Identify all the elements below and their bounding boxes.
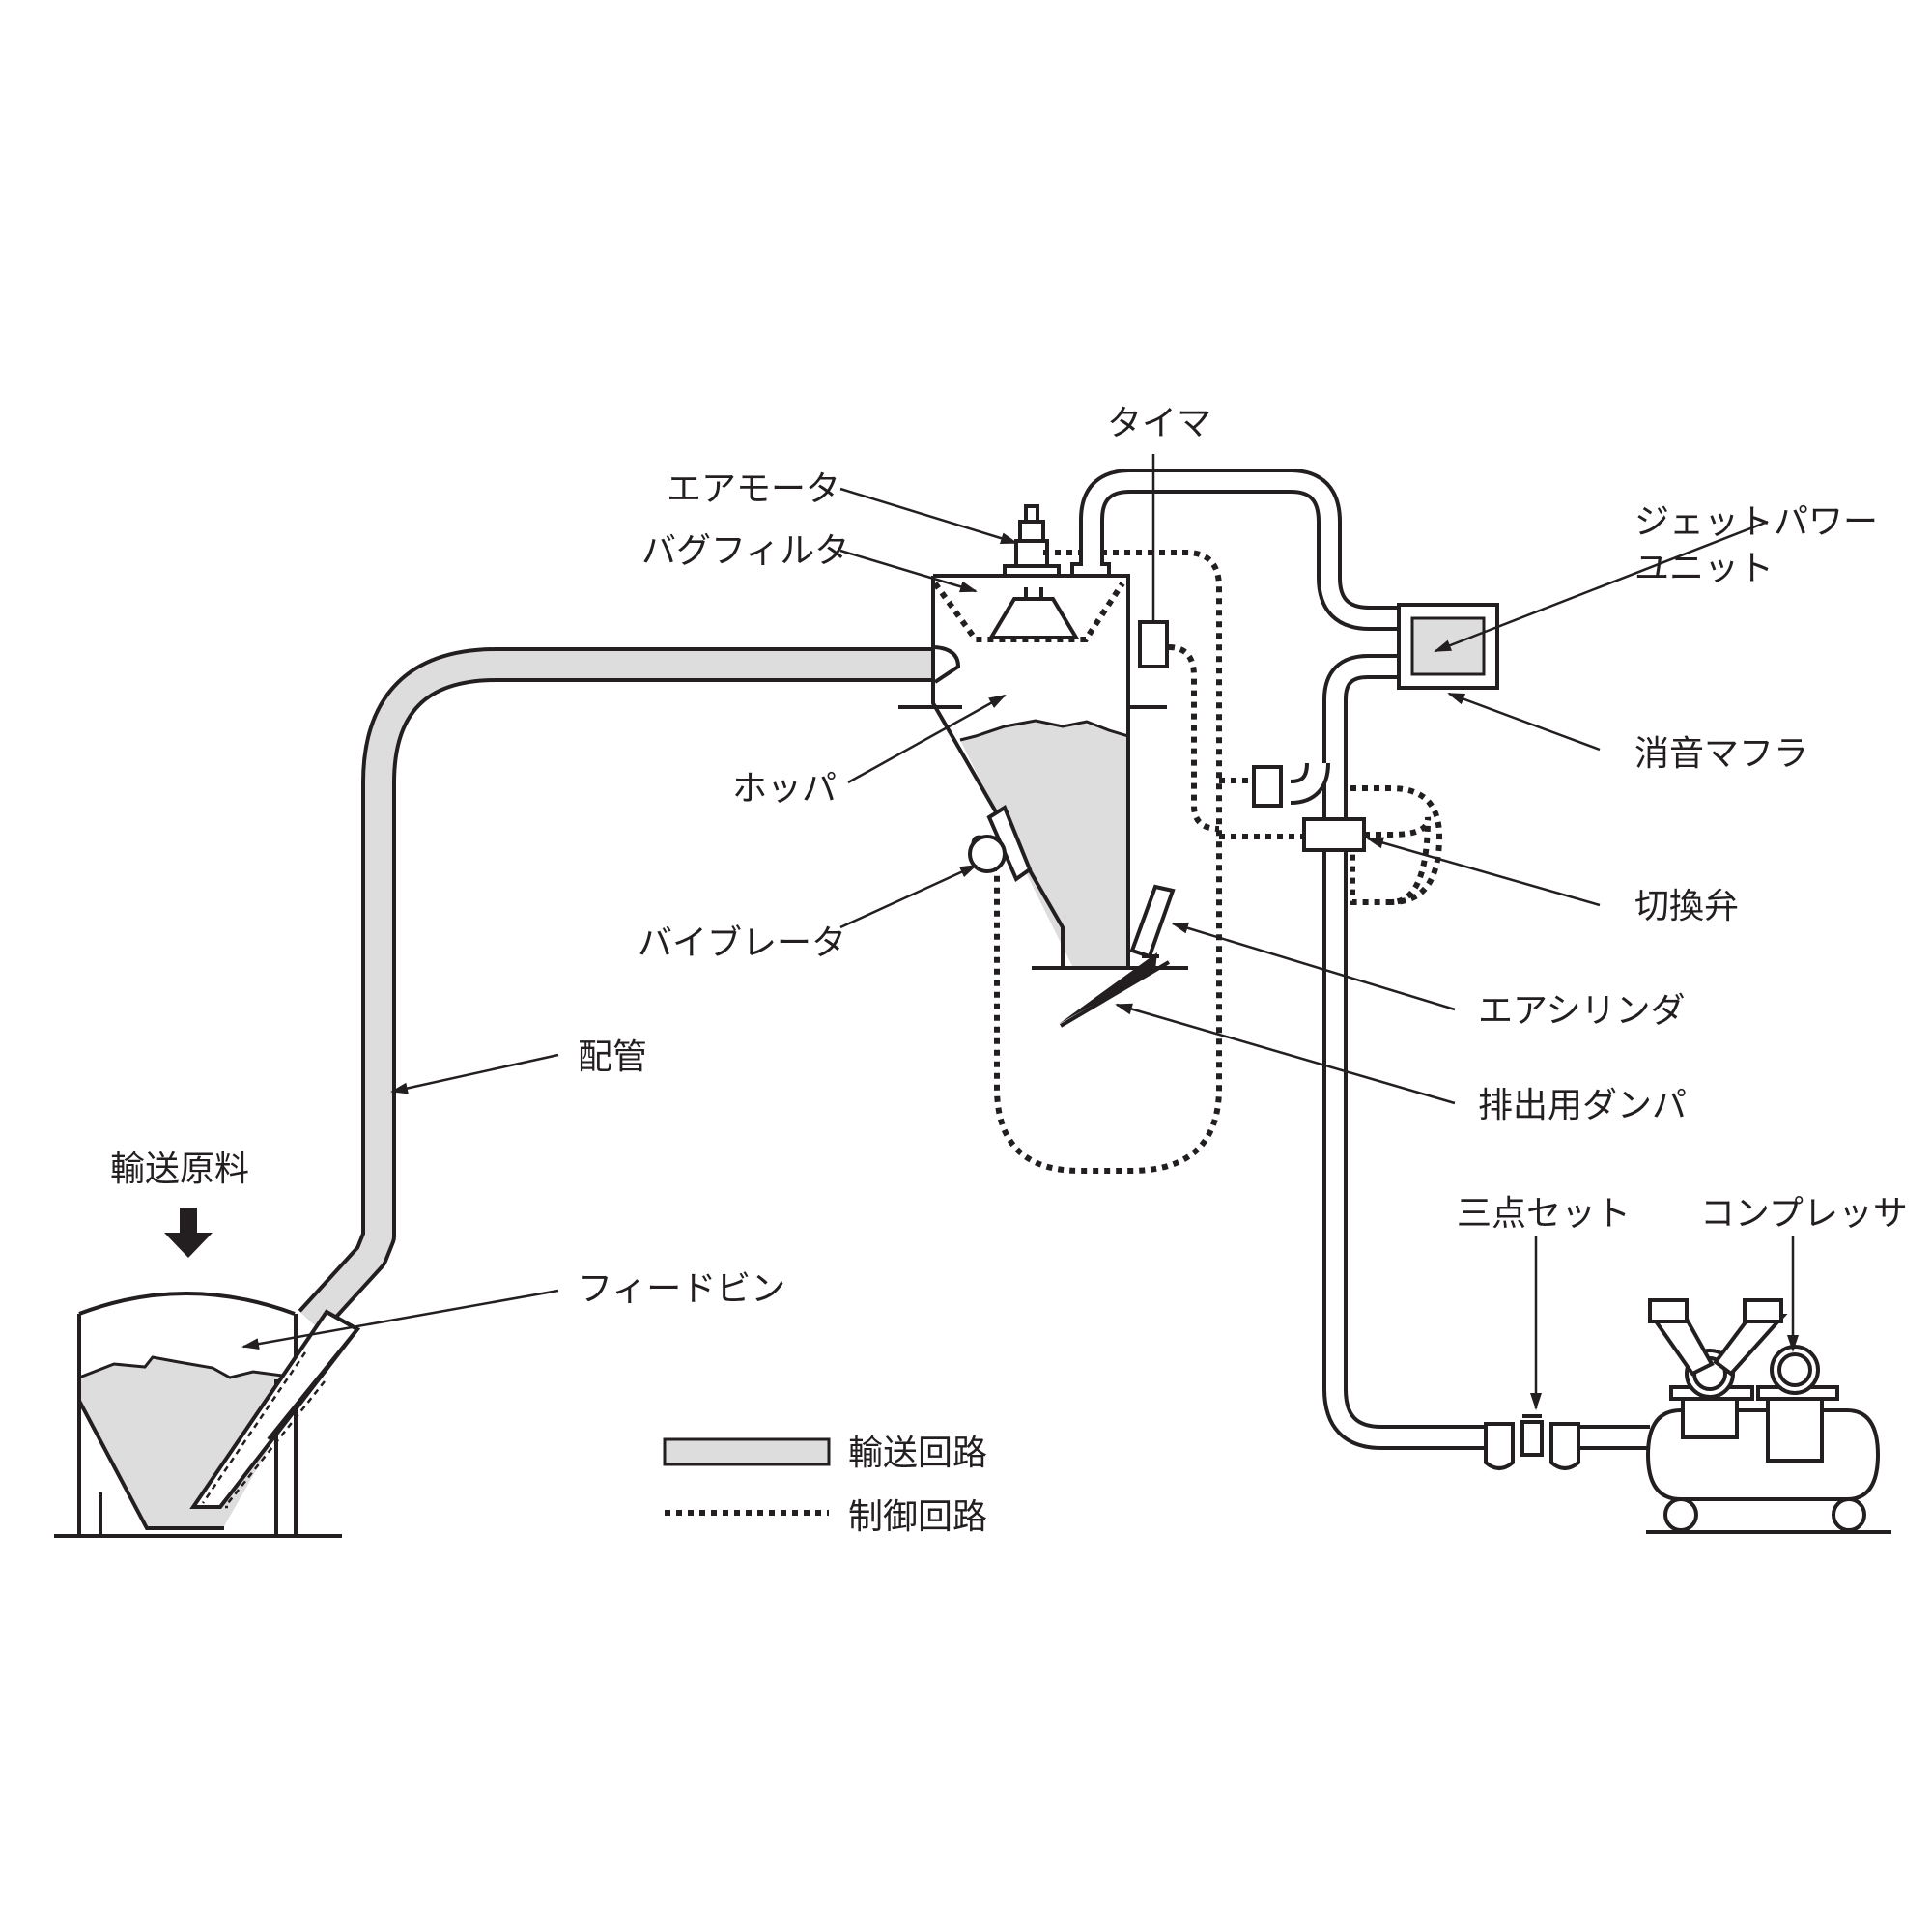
label-discharge-damper: 排出用ダンパ bbox=[1478, 1086, 1687, 1125]
label-conveyed-material: 輸送原料 bbox=[110, 1150, 249, 1189]
air-lines bbox=[1079, 469, 1650, 1450]
label-timer: タイマ bbox=[1107, 404, 1211, 443]
compressor bbox=[1645, 1298, 1891, 1534]
legend-control-label: 制御回路 bbox=[848, 1497, 987, 1537]
conveying-pipe bbox=[298, 645, 961, 1334]
feed-bin bbox=[54, 1292, 361, 1538]
label-vibrator: バイブレータ bbox=[638, 923, 846, 963]
label-bag-filter: バグフィルタ bbox=[641, 531, 849, 571]
label-jet-power-unit-1: ジェットパワー bbox=[1634, 502, 1878, 542]
discharge-damper bbox=[1032, 952, 1188, 1028]
timer bbox=[1138, 620, 1169, 668]
three-point-set bbox=[1484, 1414, 1580, 1470]
leader-lines bbox=[242, 454, 1799, 1410]
switch-valve bbox=[1302, 817, 1366, 852]
label-three-point-set: 三点セット bbox=[1457, 1194, 1631, 1234]
legend-transport-label: 輸送回路 bbox=[848, 1434, 987, 1473]
label-piping: 配管 bbox=[578, 1037, 647, 1077]
material-down-arrow bbox=[164, 1208, 213, 1258]
label-feed-bin: フィードビン bbox=[578, 1269, 785, 1309]
control-circuit bbox=[994, 550, 1443, 1174]
label-muffler: 消音マフラ bbox=[1634, 734, 1808, 774]
vibrator bbox=[968, 805, 1033, 883]
label-jet-power-unit-2: ユニット bbox=[1634, 549, 1774, 588]
label-air-cylinder: エアシリンダ bbox=[1478, 991, 1686, 1031]
legend: 輸送回路 制御回路 bbox=[663, 1434, 987, 1537]
pilot-valve bbox=[1252, 765, 1283, 808]
label-air-motor: エアモータ bbox=[667, 469, 840, 509]
air-cylinder bbox=[1129, 884, 1176, 959]
label-hopper: ホッパ bbox=[732, 769, 837, 809]
label-compressor: コンプレッサ bbox=[1700, 1194, 1908, 1234]
label-switch-valve: 切換弁 bbox=[1634, 887, 1739, 926]
hopper bbox=[898, 574, 1167, 966]
legend-transport-swatch bbox=[663, 1437, 831, 1466]
